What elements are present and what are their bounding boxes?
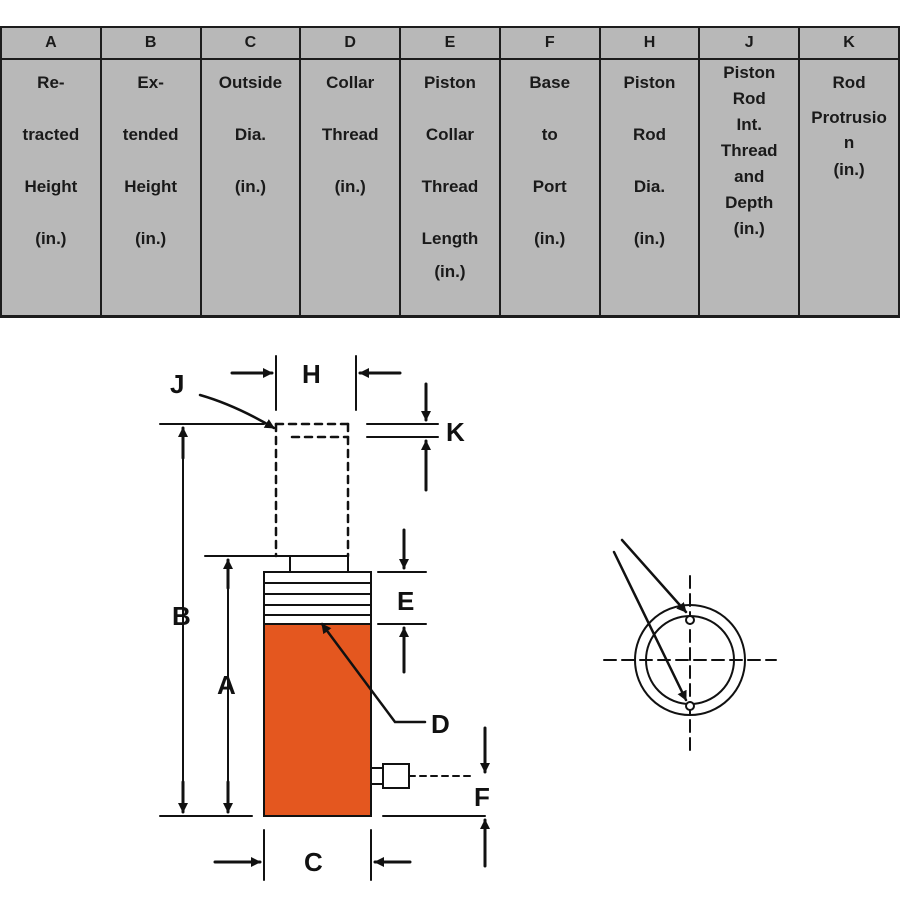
- desc-line: (in.): [534, 229, 566, 248]
- desc-line: (in.): [135, 229, 167, 248]
- desc-line: Int.: [736, 115, 762, 134]
- desc-line: Thread: [321, 125, 379, 144]
- label-b: B: [172, 601, 191, 631]
- port-fitting: [370, 763, 471, 789]
- desc-line: Piston: [723, 63, 776, 82]
- desc-line: to: [541, 125, 558, 144]
- desc-line: Depth: [725, 193, 774, 212]
- desc-line: Outside: [218, 73, 283, 92]
- column-desc-j: Piston Rod Int. Thread and Depth (in.): [698, 59, 801, 318]
- desc-line: (in.): [434, 262, 466, 281]
- desc-line: Rod: [832, 73, 866, 92]
- desc-line: and: [734, 167, 765, 186]
- column-letter-h: H: [598, 26, 701, 60]
- desc-line: Base: [529, 73, 571, 92]
- column-letter-e: E: [399, 26, 501, 60]
- desc-line: (in.): [833, 160, 865, 179]
- rod-top-view: [603, 538, 777, 757]
- column-desc-b: Ex- tended Height (in.): [99, 59, 202, 318]
- column-desc-k: Rod Protrusio n (in.): [798, 59, 900, 318]
- table-description-row: Re- tracted Height (in.) Ex- tended Heig…: [0, 59, 900, 318]
- desc-line: Height: [124, 177, 178, 196]
- desc-line: (in.): [633, 229, 666, 248]
- desc-line: Length: [421, 229, 479, 248]
- label-a: A: [217, 670, 236, 700]
- desc-line: Rod: [732, 89, 766, 108]
- column-letter-f: F: [498, 26, 601, 60]
- desc-line: Piston: [423, 73, 476, 92]
- column-desc-f: Base to Port (in.): [498, 59, 601, 318]
- desc-line: Dia.: [234, 125, 266, 144]
- label-h: H: [302, 359, 321, 389]
- collar-thread: [263, 571, 372, 625]
- label-f: F: [474, 782, 490, 812]
- dimension-d-leader: [320, 622, 427, 724]
- desc-line: Thread: [421, 177, 479, 196]
- desc-line: tended: [122, 125, 179, 144]
- desc-line: Dia.: [633, 177, 666, 196]
- column-desc-d: Collar Thread (in.): [299, 59, 402, 318]
- column-desc-a: Re- tracted Height (in.): [0, 59, 102, 318]
- column-desc-c: Outside Dia. (in.): [199, 59, 302, 318]
- column-letter-c: C: [199, 26, 302, 60]
- desc-line: Protrusio: [811, 108, 887, 127]
- desc-line: Collar: [326, 73, 375, 92]
- desc-line: n: [843, 133, 855, 152]
- piston-rod-top: [289, 555, 349, 573]
- desc-line: Height: [24, 177, 78, 196]
- desc-line: Thread: [720, 141, 778, 160]
- desc-line: Re-: [37, 73, 65, 92]
- column-letter-a: A: [0, 26, 102, 60]
- cylinder-body: [263, 623, 372, 817]
- desc-line: Ex-: [137, 73, 164, 92]
- label-j: J: [170, 369, 184, 399]
- desc-line: (in.): [733, 219, 765, 238]
- table-header-row: A B C D E F H J K: [0, 26, 900, 60]
- desc-line: Port: [532, 177, 567, 196]
- column-desc-e: Piston Collar Thread Length (in.): [399, 59, 501, 318]
- cylinder-dimension-diagram: J H K B A E D F C: [159, 355, 777, 881]
- desc-line: (in.): [334, 177, 366, 196]
- column-letter-b: B: [99, 26, 202, 60]
- desc-line: (in.): [35, 229, 67, 248]
- column-letter-d: D: [299, 26, 402, 60]
- label-c: C: [304, 847, 323, 877]
- column-desc-h: Piston Rod Dia. (in.): [598, 59, 701, 318]
- column-letter-k: K: [798, 26, 900, 60]
- desc-line: (in.): [234, 177, 266, 196]
- desc-line: Collar: [425, 125, 475, 144]
- spec-table: A B C D E F H J K Re- tracted Height (in…: [0, 26, 900, 318]
- label-k: K: [446, 417, 465, 447]
- desc-line: Rod: [632, 125, 666, 144]
- desc-line: Piston: [623, 73, 676, 92]
- label-e: E: [397, 586, 414, 616]
- label-d: D: [431, 709, 450, 739]
- dimension-j-leader: [198, 393, 276, 430]
- column-letter-j: J: [698, 26, 801, 60]
- desc-line: tracted: [22, 125, 80, 144]
- extended-rod-outline: [274, 422, 350, 558]
